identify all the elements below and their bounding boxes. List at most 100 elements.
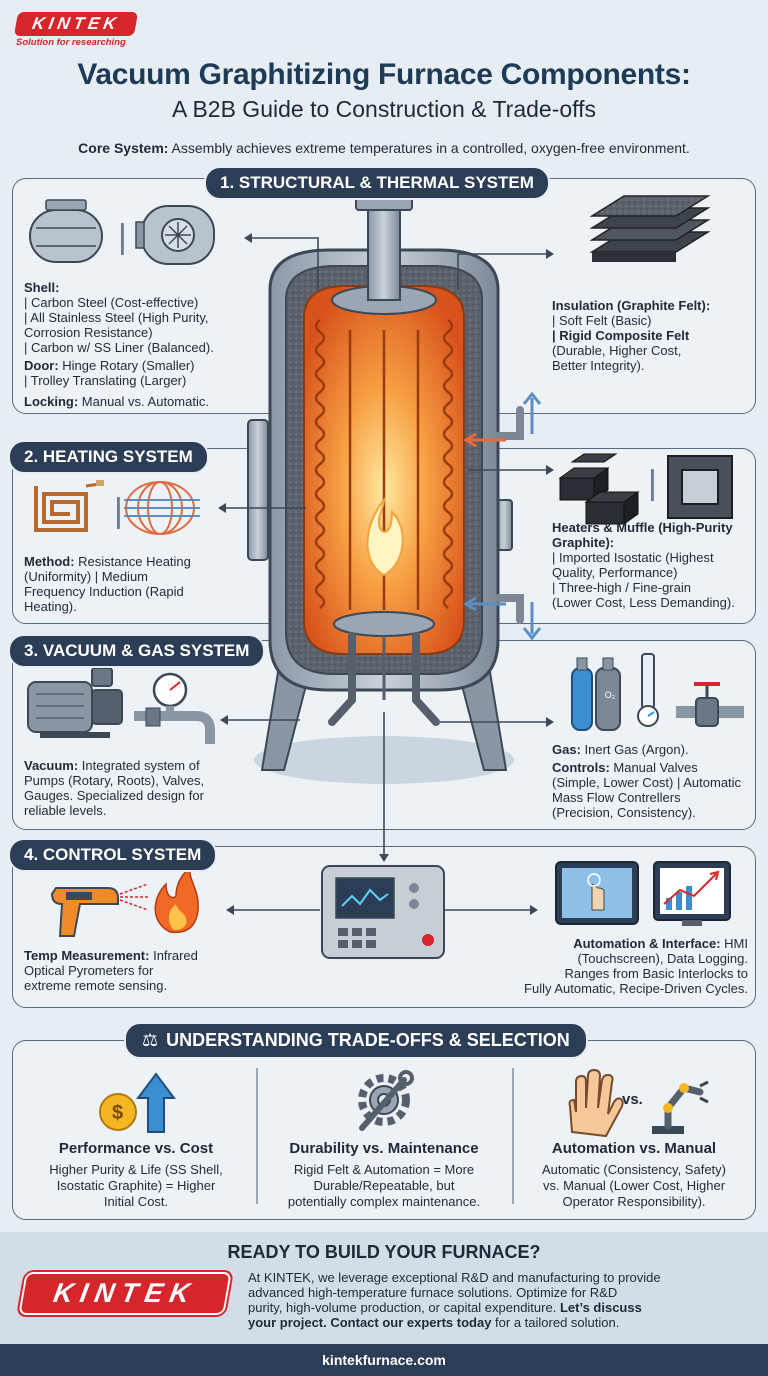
vacuum-line: Pumps (Rotary, Roots), Valves,: [24, 773, 205, 788]
heaters-label: Heaters & Muffle (High-Purity: [552, 520, 733, 535]
section-heading-structural: 1. STRUCTURAL & THERMAL SYSTEM: [204, 166, 550, 200]
top-feedthrough: [367, 203, 401, 301]
cta-logo[interactable]: KINTEK: [18, 1272, 232, 1315]
brand-logo[interactable]: KINTEK Solution for researching: [13, 12, 144, 48]
cta-contact-link[interactable]: your project. Contact our experts today: [248, 1315, 492, 1330]
pressure-gauge-icon: [134, 672, 215, 744]
gas-text: Inert Gas (Argon).: [580, 742, 689, 757]
temp-measurement-description: Temp Measurement: Infrared Optical Pyrom…: [24, 948, 244, 993]
gas-label: Gas:: [552, 742, 581, 757]
argon-cylinder-icon: [571, 657, 593, 731]
pyrometer-icon: [50, 883, 150, 937]
page-subtitle: A B2B Guide to Construction & Trade-offs: [171, 96, 597, 122]
page-title: Vacuum Graphitizing Furnace Components:: [77, 58, 691, 91]
shell-description: Shell: | Carbon Steel (Cost-effective) |…: [24, 280, 274, 409]
method-label: Method:: [24, 554, 75, 569]
core-label: Core System:: [78, 140, 169, 156]
tradeoff-line: Durable/Repeatable, but: [313, 1178, 455, 1193]
tradeoff-line: Initial Cost.: [103, 1194, 169, 1209]
shell-label: Shell:: [24, 280, 60, 295]
tradeoff-line: vs. Manual (Lower Cost, Higher: [542, 1178, 726, 1193]
locking-label: Locking:: [24, 394, 79, 409]
tradeoff-title: Performance vs. Cost: [58, 1140, 214, 1157]
resistance-coil-icon: [34, 480, 104, 532]
controls-label: Controls:: [552, 760, 610, 775]
tradeoff-title: Automation vs. Manual: [551, 1140, 717, 1157]
connector-lines: [224, 237, 548, 911]
tradeoff-line: potentially complex maintenance.: [287, 1194, 481, 1209]
graphite-blocks-icon: [558, 453, 640, 525]
auto-line: Fully Automatic, Recipe-Driven Cycles.: [524, 981, 748, 996]
cta-line: advanced high-temperature furnace soluti…: [248, 1285, 618, 1300]
muffle-icon: [667, 455, 733, 519]
icon-separator: |: [118, 218, 127, 256]
felt-stack-icon: [589, 195, 711, 262]
icon-separator-3: |: [648, 464, 657, 502]
cta-heading: READY TO BUILD YOUR FURNACE?: [227, 1242, 541, 1262]
icon-separator-2: |: [114, 492, 123, 530]
section-heading-vacuum: 3. VACUUM & GAS SYSTEM: [8, 634, 266, 668]
flow-arrows: [463, 391, 542, 641]
tradeoff-line: Isostatic Graphite) = Higher: [56, 1178, 216, 1193]
tradeoff-title: Durability vs. Maintenance: [289, 1140, 479, 1157]
dollar-icon: $: [112, 1102, 123, 1124]
auto-line: Ranges from Basic Interlocks to: [564, 966, 748, 981]
section-heading-heating: 2. HEATING SYSTEM: [8, 440, 209, 474]
footer-url-link[interactable]: kintekfurnace.com: [0, 1344, 768, 1376]
door-icon: [135, 205, 215, 265]
cta-tail: for a tailored solution.: [491, 1315, 620, 1330]
data-logging-icon: [653, 861, 731, 926]
method-line: Heating).: [24, 599, 77, 614]
cooling-pipes: [494, 406, 524, 624]
cta-body: At KINTEK, we leverage exceptional R&D a…: [248, 1270, 754, 1330]
auto-line: HMI: [720, 936, 748, 951]
o2-label: O₂: [604, 690, 616, 700]
heaters-description: Heaters & Muffle (High-Purity Graphite):…: [552, 520, 762, 610]
cta-line: purity, high-volume production, or capit…: [248, 1300, 557, 1315]
gas-description: Gas: Inert Gas (Argon). Controls: Manual…: [552, 742, 758, 820]
locking-text: Manual vs. Automatic.: [78, 394, 209, 409]
tradeoffs-panel: [12, 1040, 756, 1220]
vacuum-line: reliable levels.: [24, 803, 107, 818]
tradeoffs-heading-pill: ⚖UNDERSTANDING TRADE-OFFS & SELECTION: [124, 1022, 588, 1059]
tradeoff-description: Automatic (Consistency, Safety) vs. Manu…: [518, 1162, 750, 1210]
controls-line: (Precision, Consistency).: [552, 805, 696, 820]
flame-icon: [366, 497, 404, 577]
temp-line: Optical Pyrometers for: [24, 963, 154, 978]
core-text: Assembly achieves extreme temperatures i…: [168, 140, 690, 156]
controls-line: (Simple, Lower Cost) | Automatic: [552, 775, 742, 790]
door-label: Door:: [24, 358, 59, 373]
vs-label: vs.: [622, 1091, 643, 1108]
temp-line: Infrared: [149, 948, 198, 963]
insulation-description: Insulation (Graphite Felt): | Soft Felt …: [552, 298, 752, 373]
temp-label: Temp Measurement:: [24, 948, 150, 963]
controls-line: Manual Valves: [609, 760, 698, 775]
auto-label: Automation & Interface:: [573, 936, 721, 951]
shell-line: | All Stainless Steel (High Purity,: [24, 310, 209, 325]
cost-performance-icon: [99, 1072, 176, 1133]
insulation-line: | Soft Felt (Basic): [552, 313, 652, 328]
tradeoff-line: Operator Responsibility).: [562, 1194, 706, 1209]
method-line: (Uniformity) | Medium: [24, 569, 149, 584]
shell-line: | Carbon Steel (Cost-effective): [24, 295, 199, 310]
insulation-label: Insulation (Graphite Felt):: [552, 298, 711, 313]
vacuum-label: Vacuum:: [24, 758, 79, 773]
heating-method-description: Method: Resistance Heating (Uniformity) …: [24, 554, 244, 614]
temp-line: extreme remote sensing.: [24, 978, 168, 993]
insulation-line: (Durable, Higher Cost,: [552, 343, 682, 358]
core-system-line: Core System: Assembly achieves extreme t…: [0, 140, 768, 156]
automation-description: Automation & Interface: HMI (Touchscreen…: [494, 936, 748, 996]
cta-brand-name: KINTEK: [18, 1272, 232, 1315]
vacuum-description: Vacuum: Integrated system of Pumps (Rota…: [24, 758, 264, 818]
cta-line: At KINTEK, we leverage exceptional R&D a…: [248, 1270, 661, 1285]
valve-icon: [676, 682, 744, 727]
method-line: Resistance Heating: [74, 554, 191, 569]
hmi-touchscreen-icon: [555, 861, 639, 925]
flow-meter-icon: [637, 653, 659, 727]
brand-tagline: Solution for researching: [16, 37, 126, 48]
heaters-line: (Lower Cost, Less Demanding).: [552, 595, 735, 610]
heaters-line: Quality, Performance): [552, 565, 678, 580]
door-hinge-plate: [247, 419, 269, 561]
section-heading-control: 4. CONTROL SYSTEM: [8, 838, 218, 872]
